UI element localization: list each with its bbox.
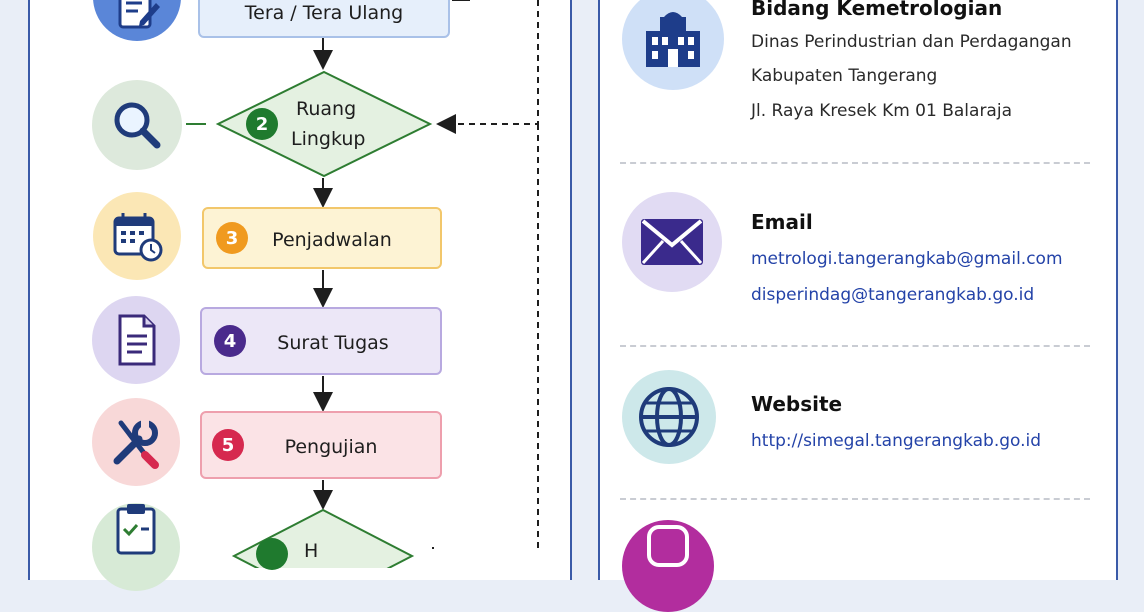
clipboard-check-icon	[92, 503, 180, 591]
step-2-badge: 2	[246, 108, 278, 140]
magnifier-icon	[92, 80, 182, 170]
step-surat-tugas-box: 4 Surat Tugas	[200, 307, 442, 375]
step-6-label-fragment: H	[304, 540, 319, 562]
website-title: Website	[751, 392, 843, 416]
building-icon	[622, 0, 724, 90]
separator	[620, 162, 1090, 164]
step-ruang-label-line2: Lingkup	[291, 128, 366, 150]
step-tera-label: Tera / Tera Ulang	[244, 2, 404, 24]
globe-icon	[622, 370, 716, 464]
email-title: Email	[751, 210, 813, 234]
step-ruang-lingkup-diamond	[215, 70, 433, 178]
step-5-badge: 5	[212, 429, 244, 461]
envelope-icon	[622, 192, 722, 292]
office-line3: Jl. Raya Kresek Km 01 Balaraja	[751, 101, 1012, 121]
flow-connectors	[186, 0, 539, 550]
wrench-screwdriver-icon	[92, 398, 180, 486]
email-address-2[interactable]: disperindag@tangerangkab.go.id	[751, 285, 1035, 305]
step-pengujian-label: Pengujian	[284, 436, 378, 458]
step-penjadwalan-box: 3 Penjadwalan	[202, 207, 442, 269]
separator	[620, 498, 1090, 500]
step-6-badge	[256, 538, 288, 570]
separator	[620, 345, 1090, 347]
step-tera-box: Tera / Tera Ulang	[198, 0, 450, 38]
step-3-badge: 3	[216, 222, 248, 254]
step-penjadwalan-label: Penjadwalan	[272, 229, 392, 251]
office-line1: Dinas Perindustrian dan Perdagangan	[751, 32, 1072, 52]
step-4-badge: 4	[214, 325, 246, 357]
instagram-icon	[622, 520, 714, 612]
office-title: Bidang Kemetrologian	[751, 0, 1003, 20]
step-pengujian-box: 5 Pengujian	[200, 411, 442, 479]
email-address-1[interactable]: metrologi.tangerangkab@gmail.com	[751, 249, 1063, 269]
calendar-clock-icon	[93, 192, 181, 280]
website-url[interactable]: http://simegal.tangerangkab.go.id	[751, 431, 1042, 451]
office-line2: Kabupaten Tangerang	[751, 66, 938, 86]
document-icon	[92, 296, 180, 384]
step-ruang-label-line1: Ruang	[296, 98, 357, 120]
step-surat-tugas-label: Surat Tugas	[277, 332, 389, 354]
